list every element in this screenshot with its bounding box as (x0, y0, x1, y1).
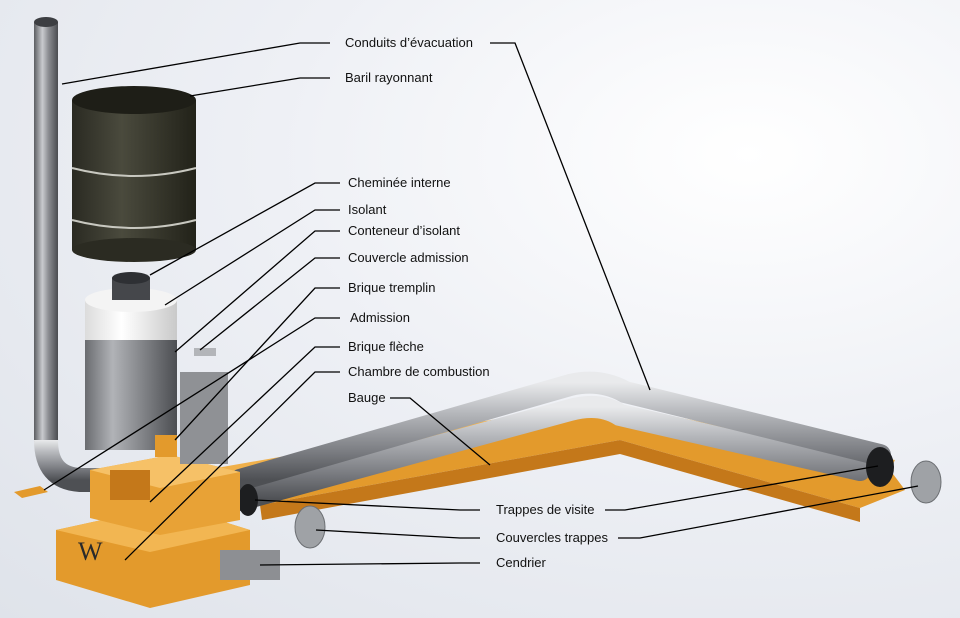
label-conduits: Conduits d’évacuation (345, 35, 473, 50)
pipe-opening-left (238, 484, 258, 516)
inspection-cover-left (294, 505, 326, 549)
inspection-cover-right (910, 460, 942, 504)
pipe-opening-right (866, 447, 894, 487)
label-bauge: Bauge (348, 390, 386, 405)
radiant-barrel (71, 86, 197, 262)
label-conteneur: Conteneur d’isolant (348, 223, 460, 238)
label-admission: Admission (350, 310, 410, 325)
label-cheminee: Cheminée interne (348, 175, 451, 190)
label-brique-fleche: Brique flèche (348, 339, 424, 354)
label-cendrier: Cendrier (496, 555, 547, 570)
labels: Conduits d’évacuation Baril rayonnant Ch… (345, 35, 608, 570)
label-trappes-visite: Trappes de visite (496, 502, 595, 517)
label-brique-tremplin: Brique tremplin (348, 280, 435, 295)
leader-lines (43, 42, 919, 566)
label-couvercle-admission: Couvercle admission (348, 250, 469, 265)
combustion-core: W (56, 455, 280, 608)
label-couvercles-trappes: Couvercles trappes (496, 530, 608, 545)
svg-text:W: W (78, 537, 103, 566)
heat-riser-assembly (85, 272, 228, 464)
exhaust-ducts (229, 371, 894, 516)
label-baril: Baril rayonnant (345, 70, 433, 85)
label-isolant: Isolant (348, 202, 387, 217)
label-chambre: Chambre de combustion (348, 364, 490, 379)
exhaust-chimney (14, 17, 110, 498)
